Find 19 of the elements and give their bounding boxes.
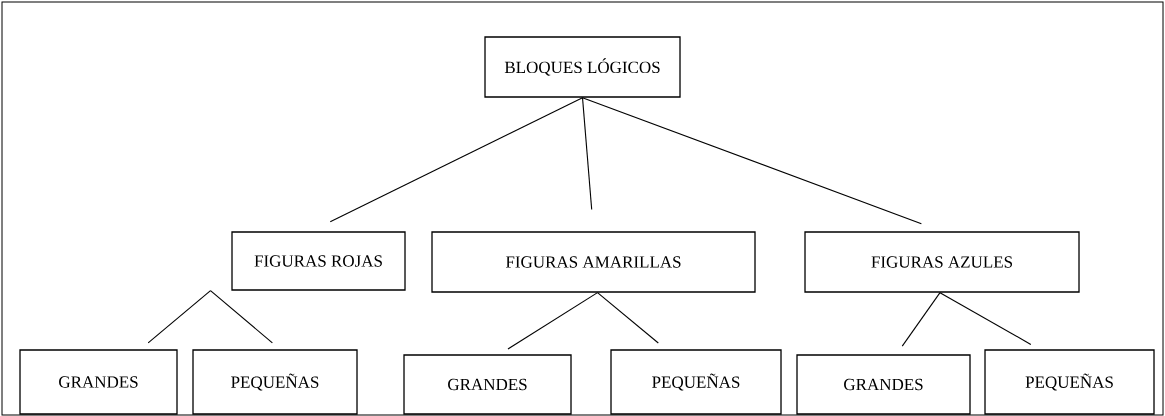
connector-line <box>507 292 599 350</box>
label-box: GRANDES <box>403 354 572 415</box>
label-box: PEQUEÑAS <box>984 349 1155 415</box>
connector-line <box>596 292 659 344</box>
label-box: PEQUEÑAS <box>610 349 782 415</box>
label-box: GRANDES <box>19 349 178 415</box>
connector-line <box>209 290 273 344</box>
label-box: FIGURAS AZULES <box>804 231 1080 293</box>
connector-line <box>147 290 212 344</box>
connector-line <box>901 292 941 347</box>
label-box: FIGURAS ROJAS <box>231 231 406 291</box>
label-box: GRANDES <box>796 354 971 415</box>
label-box: FIGURAS AMARILLAS <box>431 231 756 293</box>
connector-line <box>329 97 584 223</box>
label-box: BLOQUES LÓGICOS <box>484 36 681 98</box>
connector-line <box>581 97 593 210</box>
label-box: PEQUEÑAS <box>192 349 358 415</box>
connector-line <box>581 97 922 225</box>
connector-line <box>939 292 1032 345</box>
